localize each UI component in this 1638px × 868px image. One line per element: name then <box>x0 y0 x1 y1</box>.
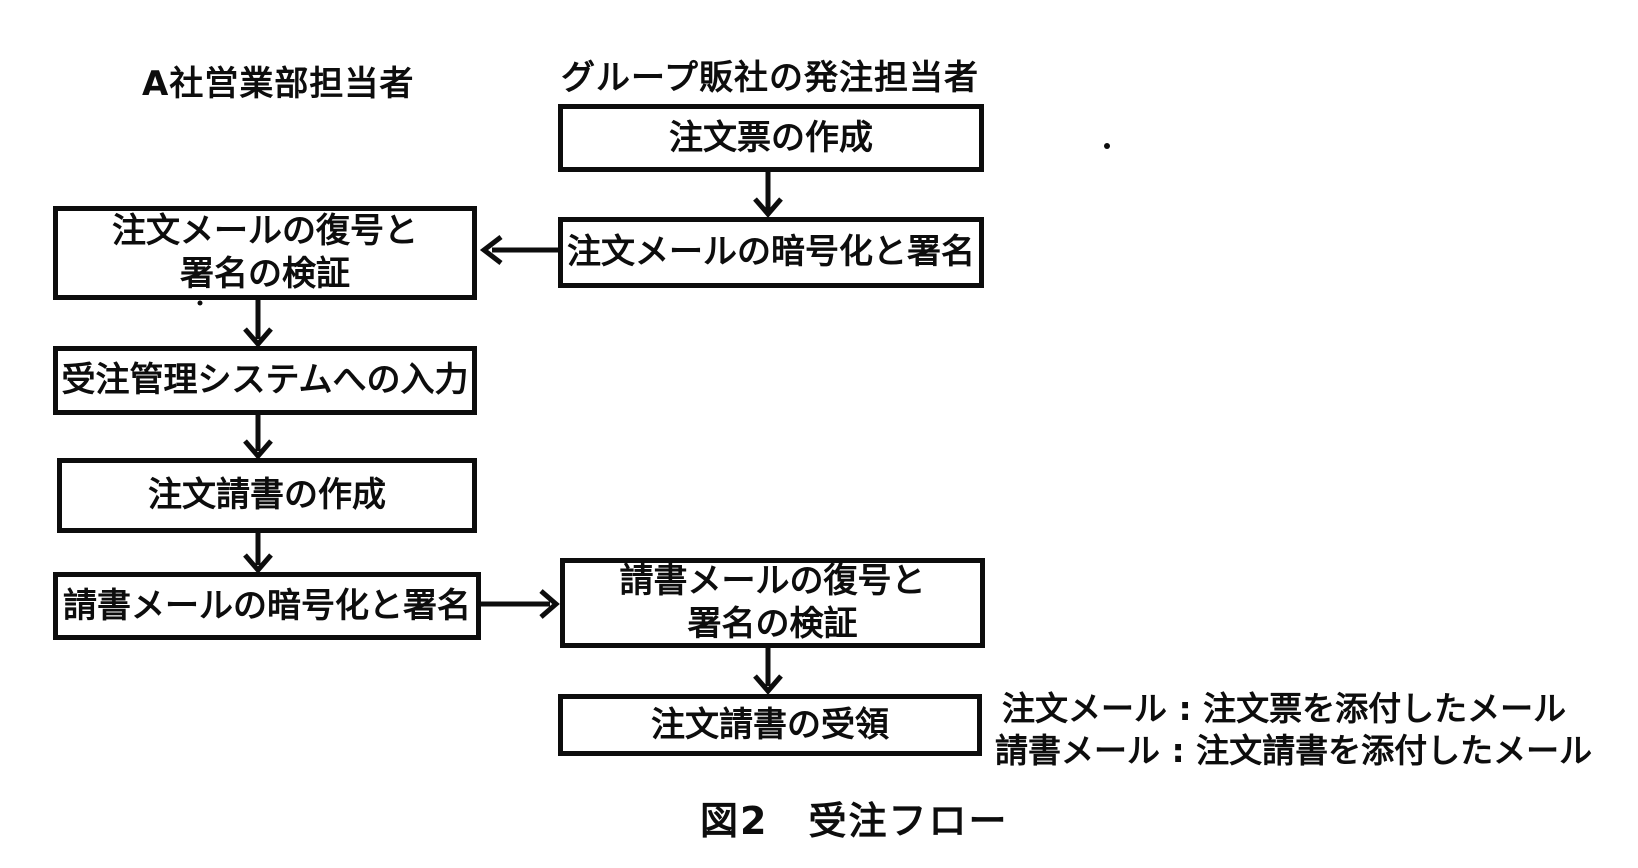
flow-node-ack-mail-decrypt-verify: 請書メールの復号と 署名の検証 <box>560 558 985 648</box>
flow-node-order-ack-receipt: 注文請書の受領 <box>558 694 982 756</box>
arrow-encrypt-to-decrypt-right <box>481 589 560 619</box>
arrow-decrypt-to-receipt <box>753 648 783 695</box>
arrow-system-input-to-ack-creation <box>243 415 273 460</box>
lane-header-company-a-sales: A社営業部担当者 <box>142 64 415 104</box>
flow-node-order-form-creation: 注文票の作成 <box>558 104 984 172</box>
note-ack-mail-definition: 請書メール : 注文請書を添付したメール <box>995 731 1593 770</box>
flow-node-order-mail-decrypt-verify: 注文メールの復号と 署名の検証 <box>53 206 477 300</box>
flow-node-order-system-input: 受注管理システムへの入力 <box>53 346 477 415</box>
arrow-order-form-to-encrypt <box>753 172 783 218</box>
flow-node-order-ack-creation: 注文請書の作成 <box>57 458 477 533</box>
figure-caption: 図2 受注フロー <box>700 799 1009 843</box>
stray-dot <box>197 300 203 306</box>
note-order-mail-definition: 注文メール : 注文票を添付したメール <box>1002 689 1567 728</box>
flow-node-order-mail-encrypt-sign: 注文メールの暗号化と署名 <box>558 217 984 288</box>
arrow-ack-creation-to-encrypt <box>243 533 273 574</box>
flow-node-ack-mail-encrypt-sign: 請書メールの暗号化と署名 <box>53 572 481 640</box>
lane-header-group-distributor: グループ販社の発注担当者 <box>561 58 979 98</box>
arrow-encrypt-to-decrypt-left <box>479 235 558 265</box>
arrow-decrypt-to-system-input <box>243 300 273 348</box>
stray-dot <box>1104 143 1110 149</box>
